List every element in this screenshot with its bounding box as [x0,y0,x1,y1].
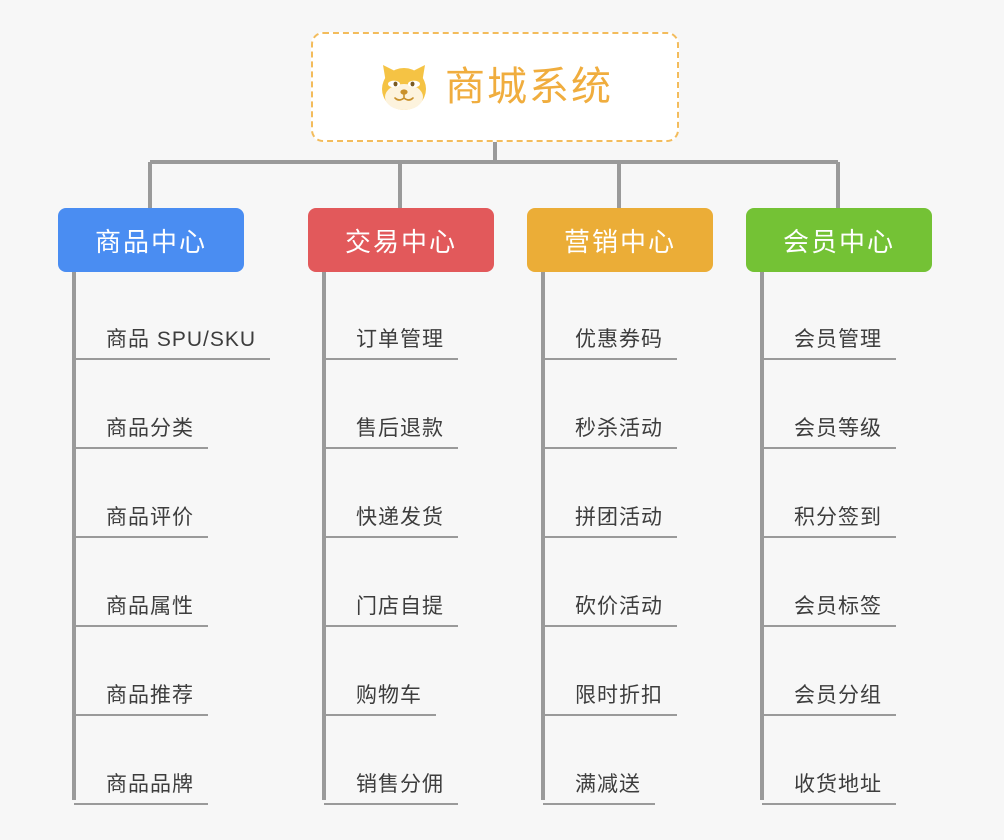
leaf-label: 商品 SPU/SKU [74,327,271,360]
leaf-item[interactable]: 会员等级 [762,360,896,449]
category-label: 商品中心 [94,226,207,257]
leaf-label: 商品推荐 [74,683,208,716]
leaf-item[interactable]: 商品分类 [74,360,270,449]
leaf-item[interactable]: 商品 SPU/SKU [74,271,271,360]
leaf-column-product-center: 商品 SPU/SKU 商品分类 商品评价 商品属性 商品推荐 商品品牌 [74,271,271,805]
leaf-label: 优惠券码 [543,327,677,360]
leaf-label: 销售分佣 [324,772,458,805]
leaf-label: 门店自提 [324,594,458,627]
category-label: 交易中心 [344,226,457,257]
leaf-item[interactable]: 快递发货 [324,449,458,538]
leaf-column-trade-center: 订单管理 售后退款 快递发货 门店自提 购物车 销售分佣 [324,271,458,805]
leaf-item[interactable]: 购物车 [324,627,458,716]
category-box-trade-center[interactable]: 交易中心 [308,208,494,272]
leaf-item[interactable]: 商品评价 [74,449,270,538]
leaf-item[interactable]: 销售分佣 [324,716,458,805]
leaf-label: 快递发货 [324,505,458,538]
leaf-item[interactable]: 订单管理 [324,271,458,360]
leaf-item[interactable]: 限时折扣 [543,627,677,716]
leaf-item[interactable]: 门店自提 [324,538,458,627]
leaf-column-member-center: 会员管理 会员等级 积分签到 会员标签 会员分组 收货地址 [762,271,896,805]
leaf-column-marketing-center: 优惠券码 秒杀活动 拼团活动 砍价活动 限时折扣 满减送 [543,271,677,805]
leaf-label: 会员管理 [762,327,896,360]
category-label: 会员中心 [782,226,895,257]
leaf-label: 会员标签 [762,594,896,627]
leaf-item[interactable]: 会员标签 [762,538,896,627]
leaf-label: 满减送 [543,772,655,805]
root-node[interactable]: 商城系统 [311,32,679,142]
category-box-marketing-center[interactable]: 营销中心 [527,208,713,272]
leaf-item[interactable]: 秒杀活动 [543,360,677,449]
leaf-item[interactable]: 商品属性 [74,538,270,627]
leaf-label: 售后退款 [324,416,458,449]
leaf-label: 会员分组 [762,683,896,716]
leaf-label: 秒杀活动 [543,416,677,449]
leaf-label: 购物车 [324,683,436,716]
leaf-label: 限时折扣 [543,683,677,716]
dog-face-icon [377,61,431,113]
root-title: 商城系统 [445,65,613,109]
leaf-item[interactable]: 拼团活动 [543,449,677,538]
leaf-item[interactable]: 积分签到 [762,449,896,538]
leaf-item[interactable]: 商品品牌 [74,716,270,805]
leaf-item[interactable]: 收货地址 [762,716,896,805]
leaf-label: 积分签到 [762,505,896,538]
leaf-item[interactable]: 售后退款 [324,360,458,449]
leaf-item[interactable]: 商品推荐 [74,627,270,716]
category-box-member-center[interactable]: 会员中心 [746,208,932,272]
leaf-label: 订单管理 [324,327,458,360]
category-box-product-center[interactable]: 商品中心 [58,208,244,272]
leaf-label: 收货地址 [762,772,896,805]
category-label: 营销中心 [563,226,676,257]
leaf-label: 会员等级 [762,416,896,449]
leaf-label: 商品属性 [74,594,208,627]
leaf-label: 砍价活动 [543,594,677,627]
leaf-item[interactable]: 会员分组 [762,627,896,716]
leaf-item[interactable]: 优惠券码 [543,271,677,360]
leaf-item[interactable]: 满减送 [543,716,677,805]
leaf-label: 商品分类 [74,416,208,449]
leaf-label: 商品评价 [74,505,208,538]
leaf-label: 拼团活动 [543,505,677,538]
leaf-label: 商品品牌 [74,772,208,805]
leaf-item[interactable]: 会员管理 [762,271,896,360]
leaf-item[interactable]: 砍价活动 [543,538,677,627]
